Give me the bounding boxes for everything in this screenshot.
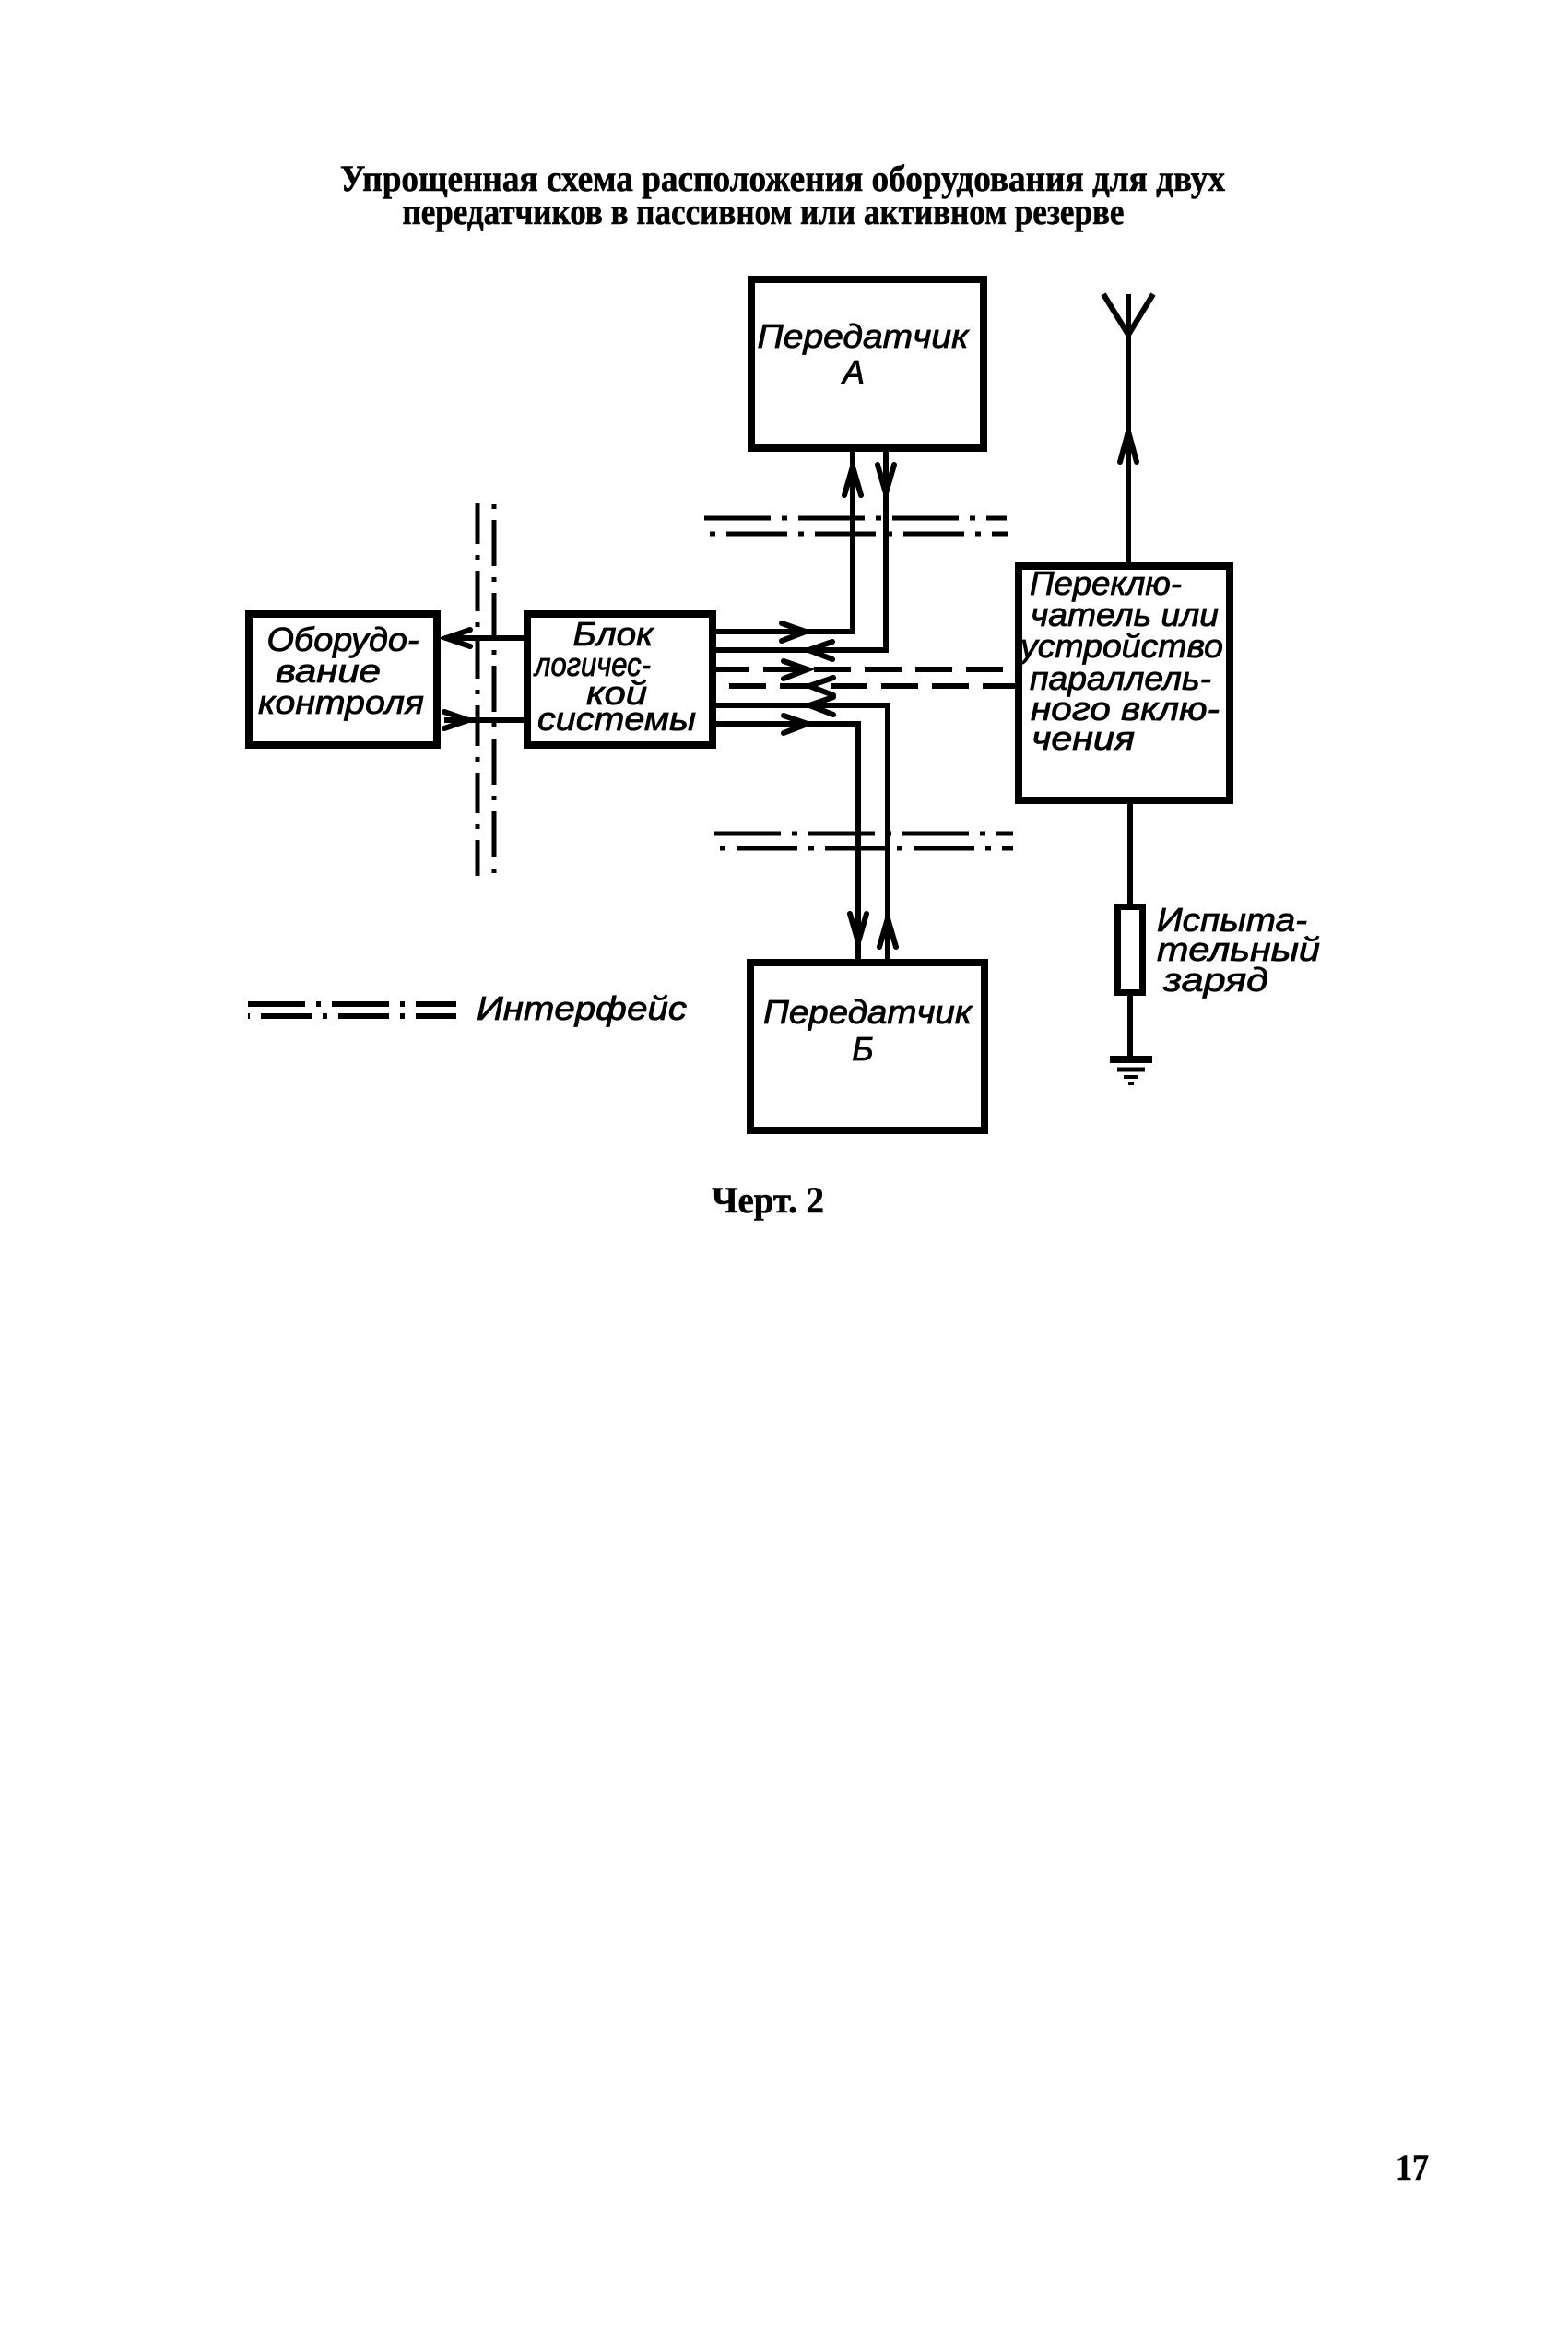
svg-text:кой: кой bbox=[586, 674, 647, 712]
svg-text:Передатчик: Передатчик bbox=[758, 317, 971, 355]
svg-text:устройство: устройство bbox=[1018, 627, 1223, 665]
svg-text:Оборудо-: Оборудо- bbox=[267, 621, 419, 658]
svg-text:ного вклю-: ного вклю- bbox=[1031, 690, 1220, 727]
svg-text:системы: системы bbox=[537, 700, 696, 738]
svg-text:А: А bbox=[841, 353, 865, 391]
svg-text:чатель или: чатель или bbox=[1031, 596, 1219, 633]
svg-text:Испыта-: Испыта- bbox=[1157, 901, 1307, 939]
svg-text:тельный: тельный bbox=[1157, 930, 1320, 968]
svg-text:вание: вание bbox=[276, 652, 381, 690]
svg-text:заряд: заряд bbox=[1162, 961, 1268, 999]
svg-text:Упрощенная схема расположения: Упрощенная схема расположения оборудован… bbox=[340, 158, 1225, 199]
svg-text:логичес-: логичес- bbox=[533, 645, 651, 683]
svg-text:Переклю-: Переклю- bbox=[1030, 564, 1182, 602]
svg-text:Блок: Блок bbox=[573, 615, 655, 653]
svg-text:17: 17 bbox=[1396, 2147, 1429, 2188]
svg-text:Интерфейс: Интерфейс bbox=[477, 989, 687, 1027]
svg-text:параллель-: параллель- bbox=[1030, 659, 1211, 697]
svg-text:Черт. 2: Черт. 2 bbox=[712, 1179, 824, 1221]
svg-text:передатчиков в пассивном или а: передатчиков в пассивном или активном ре… bbox=[403, 191, 1125, 232]
svg-text:чения: чения bbox=[1032, 719, 1135, 757]
svg-text:контроля: контроля bbox=[258, 683, 424, 721]
svg-text:Б: Б bbox=[852, 1030, 873, 1068]
svg-text:Передатчик: Передатчик bbox=[763, 993, 973, 1031]
